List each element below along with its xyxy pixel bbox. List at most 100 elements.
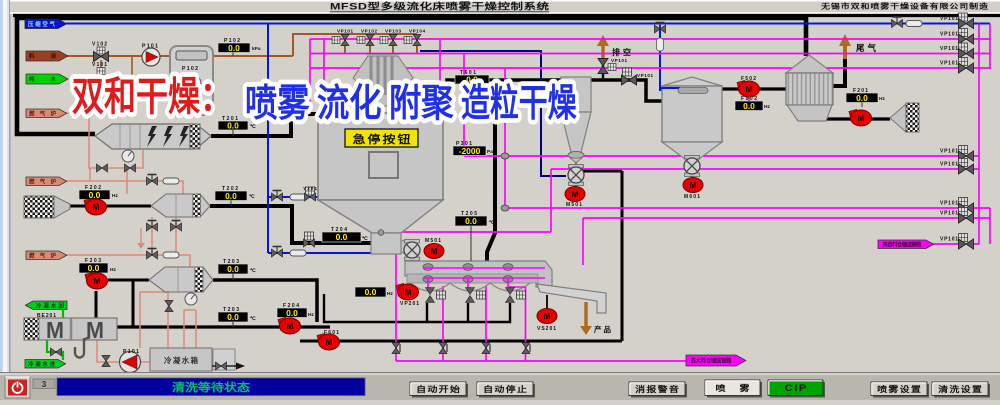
svg-text:VP101: VP101 — [611, 58, 627, 63]
svg-text:VP101: VP101 — [337, 29, 353, 34]
svg-text:附聚: 附聚 — [389, 83, 454, 125]
svg-text:℃: ℃ — [362, 235, 368, 242]
svg-text:F601: F601 — [324, 330, 339, 336]
svg-text:冷凝水进: 冷凝水进 — [28, 360, 56, 368]
svg-text:BE201: BE201 — [37, 313, 56, 319]
svg-text:F201: F201 — [853, 88, 868, 94]
svg-text:VP101: VP101 — [940, 211, 958, 217]
svg-text:喷雾: 喷雾 — [245, 83, 310, 125]
svg-text:压缩空气: 压缩空气 — [28, 20, 56, 28]
svg-text:0.0: 0.0 — [743, 101, 755, 111]
svg-text:消报警音: 消报警音 — [635, 384, 679, 394]
svg-text:0.0: 0.0 — [286, 308, 298, 318]
svg-text:F204: F204 — [283, 303, 299, 309]
svg-text:MFSD型多级流化床喷雾干燥控制系统: MFSD型多级流化床喷雾干燥控制系统 — [330, 0, 549, 12]
svg-text:VP101: VP101 — [940, 32, 958, 38]
svg-text:Hz: Hz — [764, 104, 770, 110]
svg-text:0.0: 0.0 — [856, 93, 868, 103]
svg-text:0.0: 0.0 — [365, 287, 377, 297]
svg-text:P102: P102 — [224, 38, 240, 44]
svg-text:Hz: Hz — [879, 96, 885, 102]
svg-text:0.0: 0.0 — [225, 191, 237, 201]
svg-text:kPa: kPa — [252, 46, 261, 52]
svg-text:F502: F502 — [741, 76, 756, 82]
svg-text:T205: T205 — [461, 211, 477, 217]
svg-text:燃气炉: 燃气炉 — [29, 109, 57, 117]
svg-text:流化: 流化 — [317, 83, 382, 125]
svg-text:喷 雾: 喷 雾 — [716, 383, 751, 393]
svg-text:产品: 产品 — [594, 324, 612, 334]
svg-text:T601: T601 — [460, 70, 476, 76]
svg-text:3: 3 — [42, 380, 47, 389]
svg-text:无锡市双和喷雾干燥设备有限公司制造: 无锡市双和喷雾干燥设备有限公司制造 — [820, 2, 988, 10]
svg-text:Hz: Hz — [112, 193, 118, 199]
svg-text:T203: T203 — [223, 307, 239, 313]
svg-text:VP101: VP101 — [940, 16, 958, 22]
svg-text:VP101: VP101 — [940, 201, 958, 207]
svg-text:P301: P301 — [456, 141, 472, 147]
svg-text:0.0: 0.0 — [227, 264, 239, 274]
svg-text:Hz: Hz — [387, 291, 393, 297]
svg-text:去大料仓输送管路: 去大料仓输送管路 — [691, 357, 733, 365]
svg-text:VP104: VP104 — [409, 29, 425, 34]
svg-text:P101: P101 — [142, 44, 158, 50]
svg-text:M501: M501 — [566, 202, 582, 208]
svg-text:喷雾设置: 喷雾设置 — [877, 384, 921, 394]
svg-text:T204: T204 — [331, 227, 347, 233]
svg-text:F203: F203 — [85, 258, 101, 264]
svg-text:0.0: 0.0 — [88, 263, 100, 273]
svg-text:VP101: VP101 — [940, 149, 958, 155]
svg-text:0.0: 0.0 — [227, 312, 239, 322]
svg-text:℃: ℃ — [489, 219, 495, 226]
svg-text:喷雾: 喷雾 — [245, 83, 310, 125]
svg-text:V101: V101 — [92, 62, 107, 68]
svg-text:P102: P102 — [182, 66, 198, 72]
svg-text:VP201: VP201 — [400, 301, 419, 307]
svg-text:燃气炉: 燃气炉 — [29, 251, 57, 259]
svg-text:冷凝水回: 冷凝水回 — [36, 301, 64, 309]
svg-text:自动开始: 自动开始 — [416, 384, 460, 394]
svg-text:0.0: 0.0 — [89, 190, 101, 200]
svg-text:VP101: VP101 — [940, 46, 958, 52]
svg-text:冷凝水箱: 冷凝水箱 — [164, 355, 199, 365]
svg-text:T201: T201 — [222, 116, 238, 122]
svg-text:℃: ℃ — [250, 123, 256, 130]
svg-text:造粒干燥: 造粒干燥 — [461, 82, 577, 125]
svg-text:VP101: VP101 — [940, 162, 958, 168]
svg-text:双和干燥：: 双和干燥： — [72, 74, 232, 119]
svg-text:VP101: VP101 — [940, 237, 958, 243]
svg-text:急停按钮: 急停按钮 — [353, 133, 411, 146]
svg-text:双和干燥：: 双和干燥： — [72, 74, 232, 119]
svg-text:Y301: Y301 — [303, 186, 317, 191]
svg-text:VP102: VP102 — [361, 29, 377, 34]
svg-text:T203: T203 — [223, 259, 239, 265]
svg-text:Pa: Pa — [487, 149, 493, 155]
svg-text:M: M — [86, 317, 104, 343]
svg-text:0.0: 0.0 — [336, 232, 348, 242]
svg-text:M: M — [46, 317, 64, 343]
svg-text:P101: P101 — [123, 349, 139, 355]
svg-text:-2000: -2000 — [459, 146, 481, 156]
svg-text:清洗等待状态: 清洗等待状态 — [172, 380, 251, 394]
svg-text:℃: ℃ — [249, 193, 255, 200]
svg-text:0.0: 0.0 — [465, 216, 477, 226]
svg-text:VP101: VP101 — [637, 73, 653, 78]
svg-text:0.0: 0.0 — [227, 121, 239, 131]
svg-text:来自料仓输送管路: 来自料仓输送管路 — [881, 240, 922, 248]
svg-text:燃气炉: 燃气炉 — [29, 177, 57, 185]
svg-text:造粒干燥: 造粒干燥 — [461, 82, 577, 125]
svg-text:℃: ℃ — [250, 267, 256, 274]
svg-text:CIP: CIP — [785, 384, 807, 394]
svg-text:℃: ℃ — [250, 315, 256, 322]
svg-text:0.0: 0.0 — [228, 43, 240, 53]
svg-text:Hz: Hz — [110, 267, 116, 273]
svg-text:0.0: 0.0 — [466, 75, 478, 85]
svg-text:自动停止: 自动停止 — [483, 384, 527, 394]
svg-text:清洗设置: 清洗设置 — [938, 384, 982, 394]
svg-text:M501: M501 — [425, 238, 441, 244]
svg-text:F202: F202 — [85, 185, 101, 191]
svg-text:V102: V102 — [92, 42, 107, 48]
svg-text:℃: ℃ — [490, 77, 496, 84]
svg-text:VP101: VP101 — [940, 61, 958, 67]
svg-text:流化: 流化 — [317, 83, 382, 125]
